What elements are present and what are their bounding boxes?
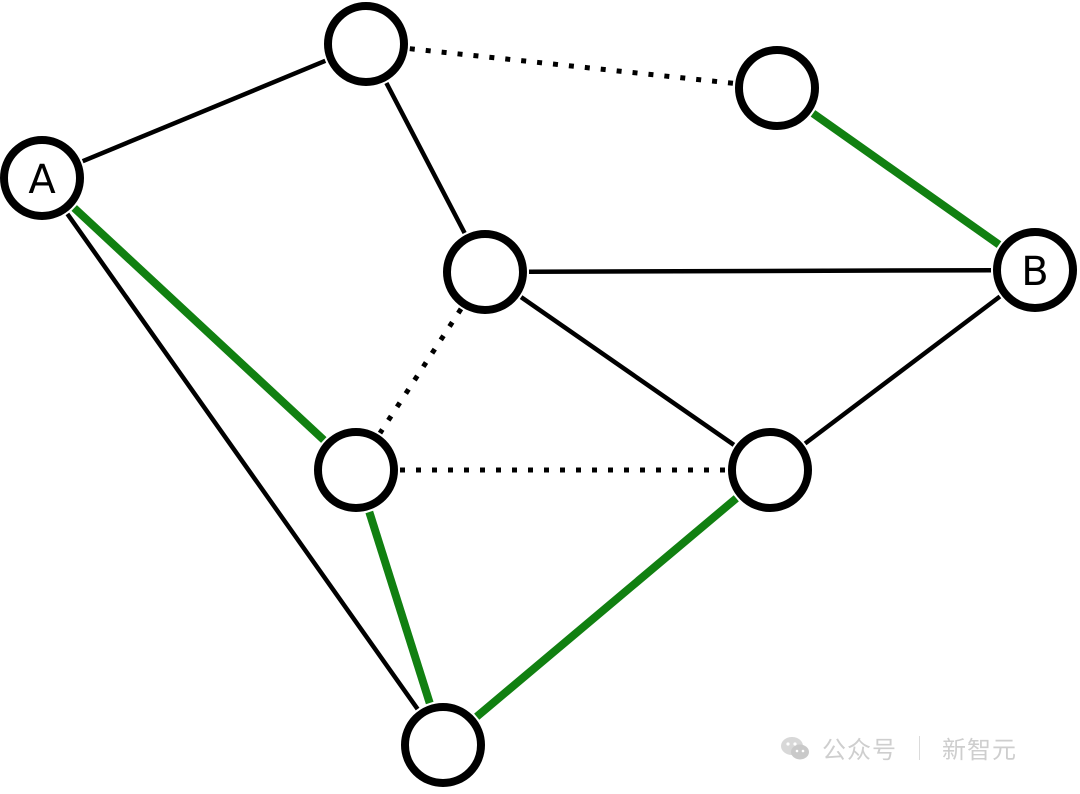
node-circle-n_bottom — [401, 703, 485, 787]
node-label-B: B — [1021, 249, 1048, 295]
edge-n_top-n_topright-dotted — [409, 46, 734, 86]
edge-n_top-n_center-solid — [384, 81, 467, 235]
node-label-A: A — [28, 157, 56, 203]
edge-A-n_midleft-highlight — [71, 205, 327, 443]
edge-n_midleft-n_bottom-highlight — [365, 510, 434, 705]
node-circle-n_top — [324, 2, 408, 86]
node-circle-A — [0, 136, 84, 220]
edge-n_center-n_midright-solid — [519, 295, 736, 447]
node-circle-n_midright — [728, 428, 812, 512]
node-circle-n_midleft — [314, 428, 398, 512]
watermark-text-account: 公众号 — [822, 736, 897, 764]
edges — [65, 46, 1002, 720]
node-n_top — [324, 2, 408, 86]
node-n_topright — [735, 46, 819, 130]
node-n_center — [443, 230, 527, 314]
edge-n_midright-n_bottom-highlight — [474, 495, 739, 720]
edge-A-n_bottom-solid — [65, 212, 420, 711]
edge-n_center-n_midleft-dotted — [377, 307, 464, 435]
node-circle-n_center — [443, 230, 527, 314]
edge-A-n_top-solid — [81, 58, 327, 164]
edge-n_topright-B-highlight — [810, 110, 1002, 248]
watermark-divider — [919, 735, 920, 760]
edge-B-n_midright-solid — [803, 294, 1002, 446]
node-circle-B — [993, 228, 1077, 312]
node-A: A — [0, 136, 84, 220]
watermark: 公众号 新智元 — [778, 730, 1017, 765]
wechat-icon — [781, 736, 809, 759]
edge-n_center-B-solid — [528, 267, 992, 275]
node-n_midleft — [314, 428, 398, 512]
node-B: B — [993, 228, 1077, 312]
node-n_midright — [728, 428, 812, 512]
node-n_bottom — [401, 703, 485, 787]
node-circle-n_topright — [735, 46, 819, 130]
watermark-text-brand: 新智元 — [942, 736, 1017, 764]
